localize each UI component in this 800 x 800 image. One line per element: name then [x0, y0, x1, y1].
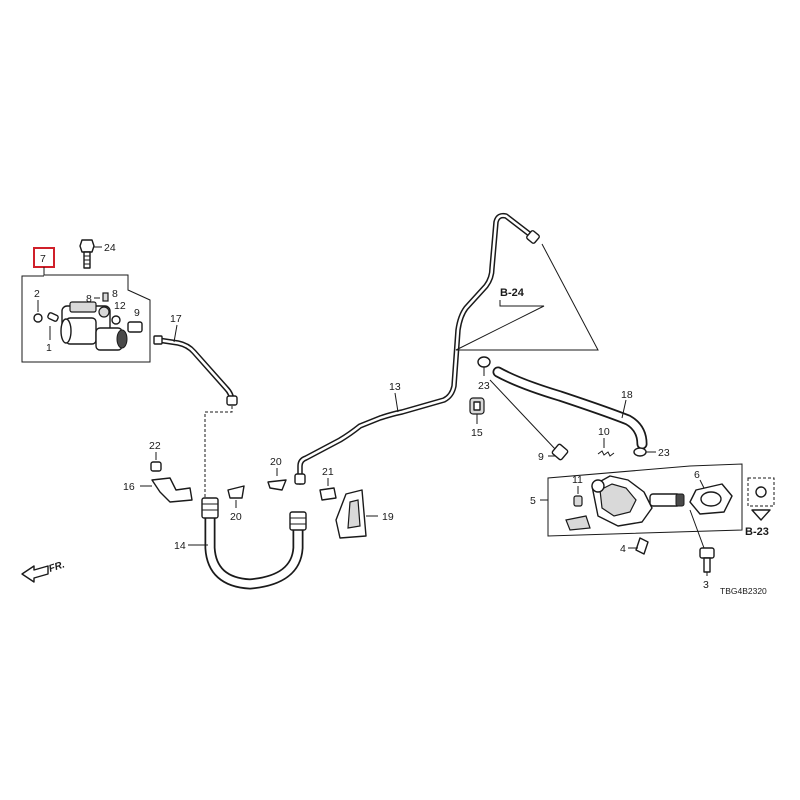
- callout-15: 15: [471, 427, 483, 439]
- bracket-16: [151, 477, 193, 503]
- clip-20-lower: [227, 485, 245, 499]
- callout-19: 19: [382, 511, 394, 523]
- callout-3: 3: [703, 579, 709, 591]
- master-cylinder-body: [60, 301, 128, 351]
- spring-10: [597, 450, 615, 457]
- ref-b23: [747, 477, 775, 521]
- callout-20b: 20: [230, 511, 242, 523]
- callout-23b: 23: [658, 447, 670, 459]
- hose-18: [492, 366, 648, 450]
- callout-1: 1: [46, 342, 52, 354]
- pin-1: [47, 312, 59, 322]
- bracket-19: [335, 489, 367, 539]
- pipe-17: [153, 335, 238, 406]
- callout-12: 12: [114, 300, 126, 312]
- callout-10: 10: [598, 426, 610, 438]
- callout-17: 17: [170, 313, 182, 325]
- b24-leader: [455, 243, 599, 351]
- dashed-link-17-14: [204, 406, 233, 498]
- callout-8a: 8: [86, 293, 92, 305]
- callout-18: 18: [621, 389, 633, 401]
- fitting-9-upper: [127, 321, 143, 333]
- callout-22: 22: [149, 440, 161, 452]
- pipe-13: [294, 212, 540, 485]
- clip-20-upper: [267, 479, 287, 491]
- callout-9a: 9: [134, 307, 140, 319]
- bolt-3: [699, 547, 715, 573]
- slave-cylinder-body: [591, 475, 685, 527]
- callout-6: 6: [694, 469, 700, 481]
- callout-13: 13: [389, 381, 401, 393]
- front-direction-label: FR.: [48, 559, 67, 574]
- bolt-24: [79, 239, 95, 269]
- front-direction-arrow: [21, 565, 49, 583]
- callout-7: 7: [40, 253, 46, 265]
- bracket-plate: [565, 515, 591, 531]
- catalog-code: TBG4B2320: [720, 586, 767, 596]
- callout-14: 14: [174, 540, 186, 552]
- fitting-9-lower: [551, 443, 569, 461]
- callout-20a: 20: [270, 456, 282, 468]
- clip-21: [319, 487, 337, 501]
- clip-4: [635, 537, 649, 555]
- clip-15: [469, 397, 485, 415]
- clip-2: [33, 313, 43, 323]
- nut-22: [150, 461, 162, 472]
- callout-5: 5: [530, 495, 536, 507]
- bleeder-11: [573, 495, 583, 507]
- slave-cylinder-group: [540, 463, 743, 537]
- gasket-6: [689, 483, 733, 515]
- leader-to-fitting-9: [489, 379, 557, 451]
- ref-label-b23: B-23: [745, 526, 769, 538]
- hose-14: [201, 497, 307, 590]
- clamp-23-lower: [633, 447, 647, 457]
- callout-8b: 8: [112, 288, 118, 300]
- callout-2: 2: [34, 288, 40, 300]
- callout-16: 16: [123, 481, 135, 493]
- ref-label-b24: B-24: [500, 287, 525, 299]
- group-bracket-7: [21, 267, 151, 363]
- clamp-23-upper: [477, 356, 491, 376]
- callout-24: 24: [104, 242, 116, 254]
- seal-8: [102, 292, 109, 302]
- group-bracket-5: [547, 463, 743, 537]
- o-ring-12: [111, 315, 121, 325]
- callout-23a: 23: [478, 380, 490, 392]
- callout-9b: 9: [538, 451, 544, 463]
- callout-11: 11: [572, 474, 583, 486]
- callout-21: 21: [322, 466, 334, 478]
- master-cylinder-group: 7 24 2 1 8 8: [21, 239, 151, 363]
- callout-4: 4: [620, 543, 626, 555]
